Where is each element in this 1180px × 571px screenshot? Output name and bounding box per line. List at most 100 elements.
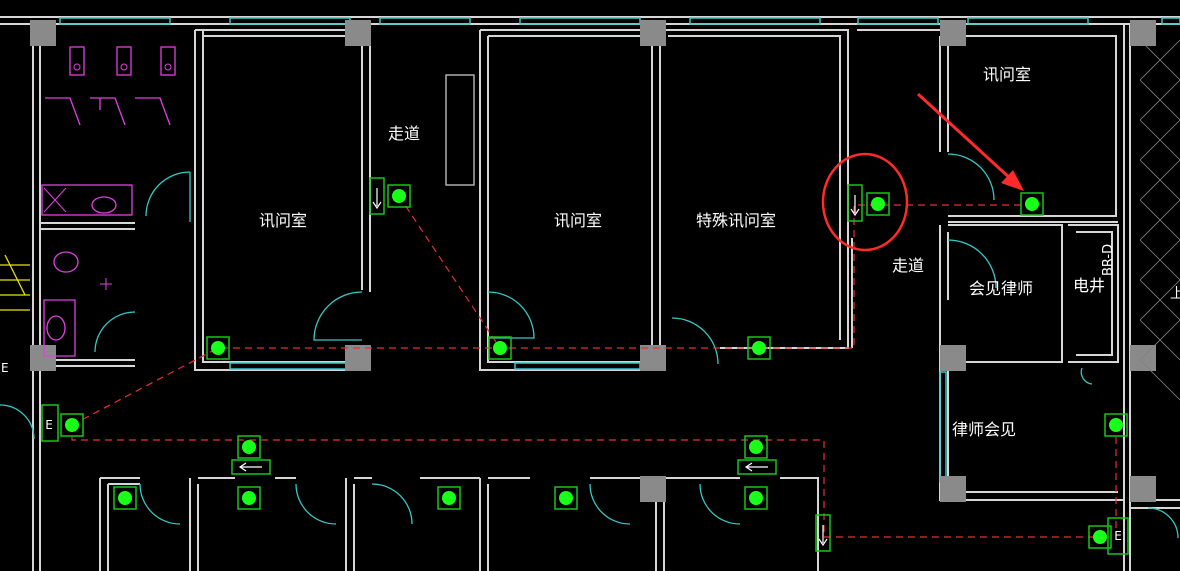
exit-letter: E	[1114, 529, 1122, 543]
door-layer	[0, 153, 1179, 539]
urinal-fixture	[69, 46, 85, 76]
door-swing	[94, 311, 136, 353]
room-label-layer: 讯问室 走道 讯问室 特殊讯问室 讯问室 走道 会见律师 电井 律师会见 BR-…	[1, 65, 1180, 543]
emergency-light	[237, 435, 261, 459]
column-square	[640, 476, 666, 502]
door-swing	[139, 483, 181, 525]
wall-line	[480, 29, 661, 370]
column-square	[1130, 476, 1156, 502]
door-swing	[145, 171, 191, 222]
stair-steps	[0, 254, 30, 311]
emergency-light	[744, 435, 768, 459]
urinal-fixture	[160, 46, 176, 76]
window-line	[689, 17, 821, 25]
door-swing	[947, 153, 995, 201]
emergency-light	[442, 491, 456, 505]
emergency-light	[752, 341, 766, 355]
toilet-bowl	[46, 315, 66, 341]
emergency-light	[113, 486, 137, 510]
column-square	[30, 20, 56, 46]
emergency-light	[1025, 197, 1039, 211]
room-label: 走道	[388, 124, 420, 143]
circuit-route	[398, 195, 501, 349]
wall-line	[940, 35, 1118, 223]
emergency-light	[1088, 525, 1112, 549]
exit-sign	[737, 459, 777, 475]
squat-toilet	[53, 251, 79, 273]
door-swing	[295, 483, 337, 525]
window-line	[967, 17, 1089, 25]
wall-line	[203, 30, 371, 292]
window-line	[59, 17, 171, 25]
equipment-rack	[445, 74, 475, 186]
wall-line	[189, 478, 199, 571]
room-label: 特殊讯问室	[696, 211, 776, 230]
emergency-light	[211, 341, 225, 355]
edge-letter: E	[1, 361, 9, 375]
emergency-light	[749, 440, 763, 454]
vanity-counter	[41, 184, 133, 216]
exit-sign	[369, 177, 385, 215]
emergency-light	[747, 336, 771, 360]
exit-sign	[815, 514, 831, 552]
emergency-light	[559, 491, 573, 505]
door-swing	[0, 404, 35, 440]
floor-drain	[100, 278, 112, 290]
emergency-circuit-route-layer	[71, 195, 1117, 538]
exit-sign	[1107, 517, 1129, 555]
emergency-light	[392, 189, 406, 203]
urinal-fixture	[116, 46, 132, 76]
door-swing	[699, 483, 741, 525]
column-square	[30, 345, 56, 371]
emergency-light	[1104, 413, 1128, 437]
exit-sign	[231, 459, 271, 475]
wall-line	[668, 35, 841, 340]
column-square	[640, 20, 666, 46]
wall-line	[345, 478, 355, 571]
exit-arrow	[238, 188, 860, 547]
stair-hatch	[1139, 39, 1180, 401]
emergency-light	[118, 491, 132, 505]
wall-line	[1068, 224, 1119, 363]
window-line	[857, 17, 939, 25]
emergency-light	[554, 486, 578, 510]
emergency-light-layer	[60, 184, 1128, 549]
edge-letter: 上	[1170, 286, 1180, 302]
room-label: 讯问室	[259, 211, 307, 230]
wall-line	[479, 478, 489, 571]
wall-line	[664, 477, 819, 571]
wall-line	[202, 30, 362, 363]
window-line	[229, 362, 351, 370]
wall-line	[1076, 231, 1113, 356]
wall-line	[100, 477, 140, 485]
emergency-light	[242, 440, 256, 454]
room-label: 讯问室	[983, 65, 1031, 84]
toilet-cubicle	[43, 299, 76, 357]
window-layer	[59, 17, 1180, 483]
window-line	[1161, 17, 1180, 25]
sanitary-fixture-layer	[41, 46, 176, 357]
column-square	[940, 476, 966, 502]
door-swing	[487, 291, 535, 339]
mop-sink	[43, 187, 67, 213]
door-swing	[371, 483, 413, 525]
callout-arrow-head	[1001, 170, 1024, 191]
column-square	[1130, 345, 1156, 371]
emergency-light	[871, 197, 885, 211]
column-square	[940, 20, 966, 46]
emergency-light	[206, 336, 230, 360]
column-layer	[30, 20, 1156, 502]
washbasin	[91, 196, 117, 214]
wall-line	[948, 224, 1063, 363]
door-swing	[313, 291, 363, 341]
wall-line	[487, 36, 652, 363]
door-swing	[1147, 507, 1179, 539]
emergency-light	[749, 491, 763, 505]
urinal-fixture	[120, 63, 128, 71]
exit-sign	[41, 404, 59, 442]
room-label: 电井	[1073, 276, 1105, 295]
exit-sign	[847, 184, 863, 222]
emergency-light	[237, 486, 261, 510]
emergency-light	[242, 491, 256, 505]
